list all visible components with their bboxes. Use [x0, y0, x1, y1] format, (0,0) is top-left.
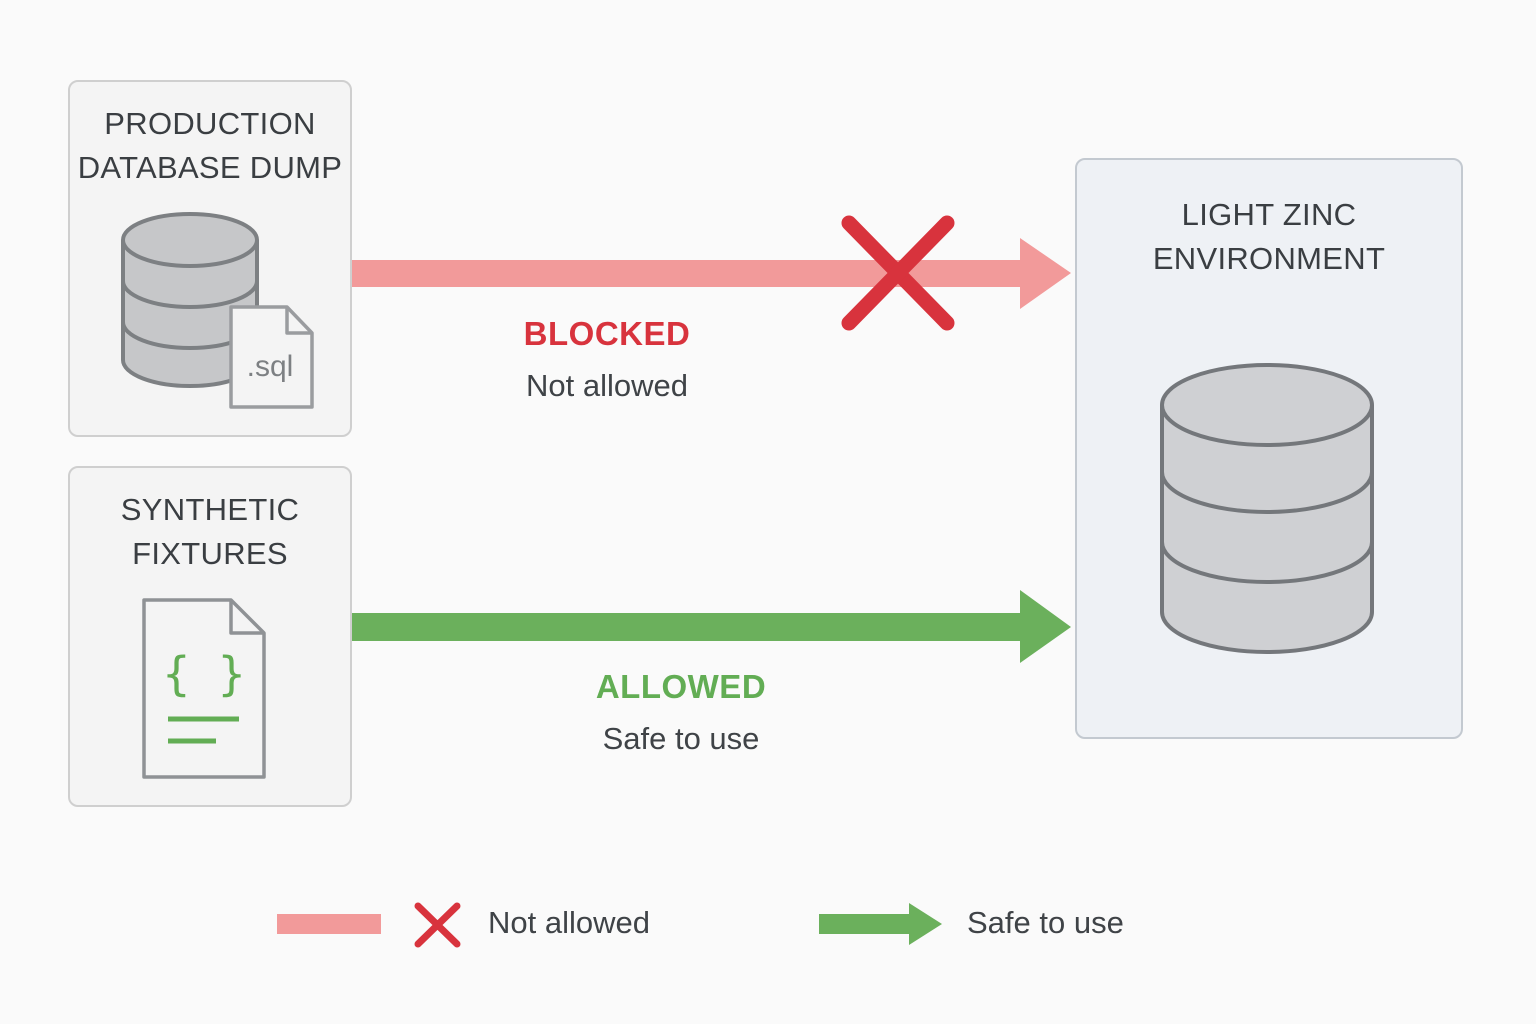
sql-file-label: .sql [247, 350, 294, 383]
zinc-database-icon [1160, 363, 1374, 654]
allowed-arrow [352, 590, 1071, 663]
zinc-title-line2: ENVIRONMENT [1152, 241, 1386, 276]
production-title-line1: PRODUCTION [104, 106, 316, 141]
json-file-icon: { } [142, 598, 266, 779]
blocked-arrow [352, 238, 1071, 309]
sql-file-icon: .sql [229, 305, 314, 409]
blocked-sublabel: Not allowed [526, 368, 688, 403]
zinc-title-line1: LIGHT ZINC [1181, 197, 1357, 232]
allowed-sublabel: Safe to use [602, 721, 760, 756]
blocked-label: BLOCKED [523, 315, 691, 352]
legend-not-allowed-text: Not allowed [488, 905, 650, 940]
production-title-line2: DATABASE DUMP [77, 150, 343, 185]
production-card-title: PRODUCTION DATABASE DUMP [68, 102, 352, 190]
synthetic-title-line2: FIXTURES [132, 536, 288, 571]
zinc-card-title: LIGHT ZINC ENVIRONMENT [1075, 193, 1463, 281]
synthetic-title-line1: SYNTHETIC [120, 492, 300, 527]
synthetic-card-title: SYNTHETIC FIXTURES [68, 488, 352, 576]
json-braces-label: { } [162, 647, 245, 701]
allowed-label: ALLOWED [595, 668, 767, 705]
legend-cross-icon [414, 902, 461, 948]
legend-arrow-icon [819, 903, 942, 945]
blocked-cross-icon [841, 215, 955, 331]
legend-blocked-swatch [277, 914, 381, 934]
legend-safe-text: Safe to use [967, 905, 1124, 940]
